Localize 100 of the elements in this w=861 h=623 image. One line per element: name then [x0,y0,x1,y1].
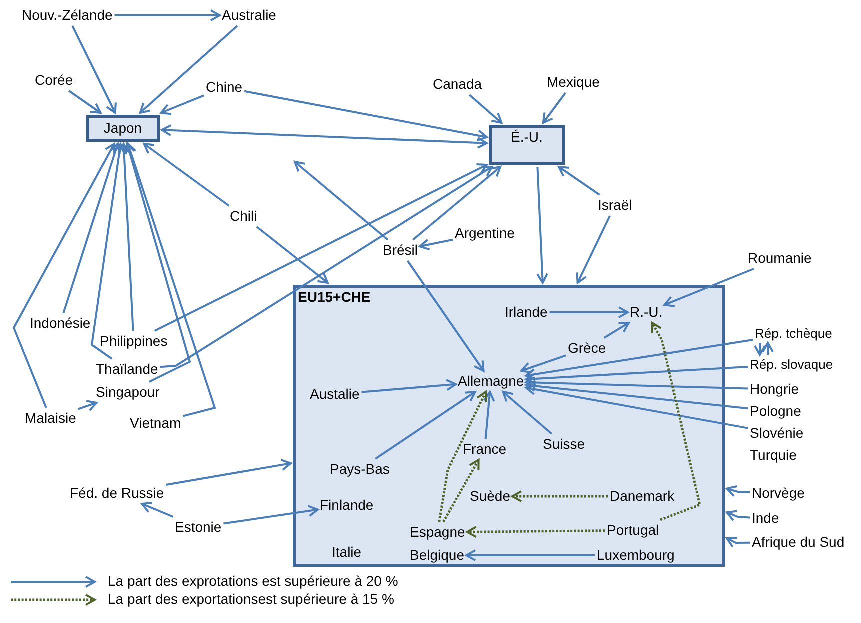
arrow [502,391,553,435]
country-label: Suède [470,488,510,505]
country-label: Argentine [455,225,515,242]
country-label: Féd. de Russie [70,485,164,502]
arrow [419,238,454,251]
arrow [78,400,98,412]
arrow [520,354,566,374]
arrow [90,143,126,360]
panel-heading: EU15+CHE [298,289,371,306]
arrow [726,510,750,522]
arrow [576,216,611,284]
country-label: Inde [752,510,780,527]
country-label: Brésil [383,242,418,259]
country-label: Hongrie [750,381,800,398]
country-label: Turquie [750,447,797,464]
arrow [762,342,774,355]
arrow [483,391,496,440]
country-label: Singapour [96,384,160,401]
arrow [406,260,485,372]
arrow [244,90,488,142]
country-label: Nouv.-Zélande [22,7,113,24]
country-label: Vietnam [130,415,182,432]
arrow [536,166,548,284]
arrow [114,10,221,22]
arrow [438,391,488,522]
arrow [125,143,216,418]
country-label: Finlande [320,497,374,514]
country-label: Malaisie [25,410,76,427]
country-label: Espagne [410,524,466,541]
arrow [726,537,750,548]
arrow [141,502,174,518]
country-label: R.-U. [630,304,663,321]
country-label: Suisse [543,436,586,453]
country-label: Italie [332,544,362,561]
country-label: Philippines [100,333,168,350]
arrow [442,459,480,523]
country-label: Austalie [310,386,360,403]
country-label: Danemark [610,488,675,505]
arrow [542,92,566,124]
arrow [726,486,750,498]
country-label: Israël [598,197,632,214]
arrow [62,143,121,314]
country-label: Australie [222,7,276,24]
arrow [525,384,748,430]
arrow [651,322,702,522]
arrow [754,343,766,356]
region-box: Japon [86,115,160,142]
arrow [466,526,606,538]
arrow [375,391,476,460]
arrow [143,143,230,207]
arrow [161,124,488,150]
country-label: Pologne [750,403,802,420]
country-label: Mexique [547,74,600,91]
country-label: Roumanie [748,250,812,267]
arrow [512,490,608,502]
country-label: Portugal [607,522,660,539]
country-label: Corée [35,72,74,89]
arrow [160,94,204,116]
country-label: Estonie [175,519,222,536]
arrow [468,94,503,124]
arrow [68,90,102,114]
arrow [362,379,457,394]
country-label: Indonésie [30,315,91,332]
arrow [224,505,319,525]
arrow [12,143,116,408]
country-label: Irlande [505,304,548,321]
arrow [525,376,748,390]
country-label: France [463,441,507,458]
arrow [525,366,748,385]
arrow [412,166,502,241]
arrow [525,380,748,410]
legend-label: La part des exprotations est supérieure à 20 % [108,573,398,590]
arrow [154,164,488,332]
arrow [604,322,630,339]
arrow [466,550,595,562]
arrow [550,306,629,318]
country-label: Allemagne [458,373,524,390]
country-label: Slovénie [750,425,804,442]
arrow [664,268,754,308]
country-label: Canada [433,76,482,93]
arrow [294,161,389,241]
country-label: Afrique du Sud [752,534,845,551]
country-label: Luxembourg [597,547,675,564]
arrow [124,143,192,383]
legend-label: La part des exportationsest supérieure à 15 % [108,591,394,608]
country-label: Thaïlande [96,361,158,378]
country-label: Grèce [568,340,606,357]
country-label: Pays-Bas [330,461,390,478]
country-label: Rép. slovaque [750,357,834,372]
country-label: Belgique [410,547,464,564]
arrow [160,166,494,368]
arrow [139,25,238,114]
country-label: Norvège [752,485,805,502]
region-box: É.-U. [489,125,565,165]
region-panel [293,285,725,567]
country-label: Rép. tchèque [755,326,832,341]
arrow [118,143,134,332]
arrow [166,459,292,486]
arrow [558,166,600,196]
arrow [256,226,329,284]
